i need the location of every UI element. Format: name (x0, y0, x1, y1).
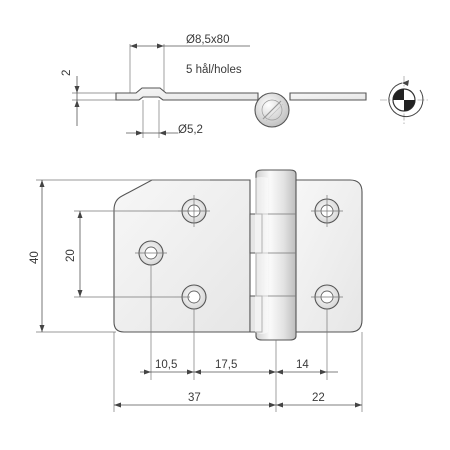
height-label: 40 (29, 251, 41, 264)
pin-shine (265, 103, 284, 122)
dim-37-label: 37 (188, 392, 201, 404)
thickness-label: 2 (61, 70, 73, 76)
dim-10-5-label: 10,5 (155, 359, 177, 371)
arrow-head (74, 86, 80, 93)
dim-14-label: 14 (296, 359, 309, 371)
arrow-head (276, 369, 283, 375)
side-left-leaf (115, 87, 259, 101)
hole-diameter-label: Ø8,5x80 (186, 34, 229, 46)
arrow-head (39, 325, 45, 332)
knuckle-highlight (255, 177, 268, 334)
arrow-head (194, 369, 201, 375)
rotation-direction-icon (380, 76, 428, 124)
front-left-leaf (113, 179, 251, 333)
front-right-leaf (291, 179, 363, 333)
arrow-head (355, 402, 362, 408)
arrow-head (77, 211, 83, 218)
dim-17-5-label: 17,5 (215, 359, 237, 371)
arrow-head (269, 402, 276, 408)
dim-22-label: 22 (312, 392, 325, 404)
arrow-head (114, 402, 121, 408)
arrow-head (77, 290, 83, 297)
arrow-head (159, 130, 166, 136)
pin-shine (262, 100, 282, 120)
arrow-head (276, 402, 283, 408)
hole-centerlines (74, 195, 343, 298)
arrow-head (157, 43, 164, 49)
hole-spacing-label: 20 (65, 249, 77, 262)
front-view (74, 169, 363, 341)
arrow-head (74, 100, 80, 107)
side-pin (261, 99, 283, 121)
front-dimensions: 40 20 10,5 17,5 14 37 22 (29, 179, 363, 412)
countersink-label: Ø5,2 (178, 124, 203, 136)
side-view: Ø8,5x80 5 hål/holes 2 Ø5,2 (61, 34, 367, 138)
arrow-head (136, 130, 143, 136)
holes-note: 5 hål/holes (186, 64, 242, 76)
arrow-head (187, 369, 194, 375)
arrow-head (39, 180, 45, 187)
arrow-head (320, 369, 327, 375)
arrow-head (130, 43, 137, 49)
arrow-head (144, 369, 151, 375)
arrow-head (269, 369, 276, 375)
side-right-leaf (289, 92, 367, 101)
